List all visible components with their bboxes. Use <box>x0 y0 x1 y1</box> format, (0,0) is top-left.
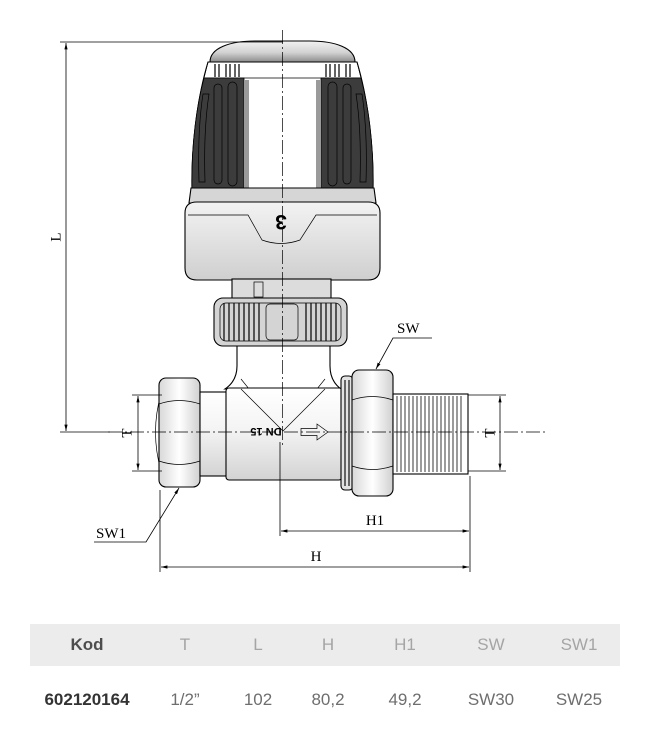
left-hex-nut <box>158 377 201 488</box>
knurl-ridges <box>223 303 337 341</box>
table-row: 602120164 1/2” 102 80,2 49,2 SW30 SW25 <box>30 666 620 734</box>
head-right-ribs <box>320 77 374 191</box>
bonnet-lower-housing <box>223 345 343 390</box>
table-cell-t: 1/2” <box>170 690 200 709</box>
dim-L-label: L <box>48 232 64 241</box>
table-header-t: T <box>179 635 191 654</box>
dim-H-label: H <box>311 549 322 565</box>
table-cell-l: 102 <box>243 690 273 709</box>
male-thread <box>392 393 469 475</box>
male-thread-lines <box>396 396 462 472</box>
dimension-H: H <box>159 490 469 572</box>
table-cell-h1: 49,2 <box>388 690 422 709</box>
dimension-H1: H1 <box>279 442 471 572</box>
table-header-l: L <box>253 635 263 654</box>
callout-SW1-leader <box>94 487 180 543</box>
head-cap <box>209 40 356 63</box>
table-header-sw1: SW1 <box>560 635 598 654</box>
head-slot-left-3 <box>227 81 238 187</box>
bonnet-neck <box>231 278 332 301</box>
callout-SW1: SW1 <box>94 487 180 543</box>
dimension-L: L <box>48 41 283 433</box>
table-header-sw: SW <box>477 635 505 654</box>
dimension-T-right: T <box>468 394 506 472</box>
valve-technical-drawing: 3 DN 15 L <box>48 30 548 572</box>
scale-ring-number: 3 <box>275 210 287 233</box>
head-grille-slits <box>214 64 351 77</box>
head-slot-right-1 <box>355 93 367 183</box>
table-cell-h: 80,2 <box>311 690 345 709</box>
specification-table: Kod T L H H1 SW SW1 602120164 1/2” 102 8… <box>30 624 620 734</box>
knurled-nut-inner <box>219 302 342 342</box>
table-cell-sw: SW30 <box>467 690 515 709</box>
callout-SW-leader <box>375 337 432 370</box>
table-header-h: H <box>321 635 335 654</box>
bonnet-tab <box>253 281 264 298</box>
head-slot-right-2 <box>342 83 352 185</box>
callout-SW: SW <box>375 321 432 370</box>
scale-ring-window <box>188 214 377 244</box>
valve-body-junction <box>240 388 326 432</box>
head-face-rib-left <box>244 80 249 190</box>
dim-T-right-label: T <box>482 428 498 437</box>
head-slot-left-2 <box>213 83 223 185</box>
callout-SW-label: SW <box>397 321 420 337</box>
table-cell-sw1: SW25 <box>555 690 603 709</box>
valve-body-assembly: DN 15 <box>155 369 469 497</box>
dim-H1-label: H1 <box>366 513 384 529</box>
head-slot-left-1 <box>198 93 210 183</box>
callout-SW1-label: SW1 <box>96 526 126 542</box>
dim-T-left-label: T <box>119 428 135 437</box>
table-header-row: Kod T L H H1 SW SW1 <box>30 624 620 666</box>
valve-body <box>225 387 343 481</box>
body-marking: DN 15 <box>250 425 281 437</box>
table-header-kod: Kod <box>70 635 104 654</box>
right-collar <box>340 375 354 491</box>
knurled-nut-flat <box>265 303 299 341</box>
head-left-ribs <box>191 77 245 191</box>
dimension-T-left: T <box>119 394 162 472</box>
left-hex-nut-flats <box>158 400 201 465</box>
head-slot-right-3 <box>327 81 338 187</box>
right-hex-nut-flats <box>351 396 394 470</box>
valve-bonnet <box>213 278 348 432</box>
table-cell-kod: 602120164 <box>44 690 130 709</box>
flow-direction-arrow-icon <box>300 423 329 441</box>
right-hex-nut <box>351 369 394 497</box>
table-header-h1: H1 <box>394 635 416 654</box>
left-tailpiece <box>199 391 229 477</box>
head-face-rib-right <box>316 80 321 190</box>
right-collar-ridges <box>344 380 350 486</box>
